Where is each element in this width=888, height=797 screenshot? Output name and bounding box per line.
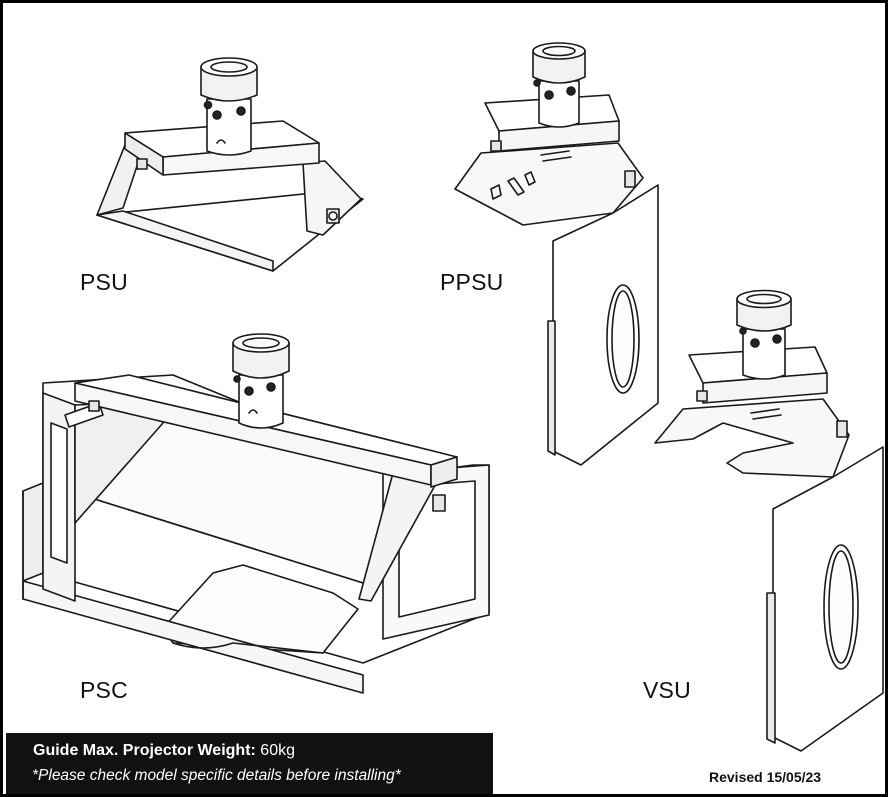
- weight-value: 60kg: [260, 742, 295, 759]
- weight-info-panel: Guide Max. Projector Weight: 60kg *Pleas…: [6, 733, 493, 794]
- vsu-label: VSU: [643, 677, 691, 703]
- psu-bracket-illustration: [96, 57, 364, 272]
- bracket-illustrations: [22, 42, 884, 752]
- ppsu-bracket-illustration: [454, 42, 659, 466]
- psu-label: PSU: [80, 269, 128, 295]
- install-note: *Please check model specific details bef…: [32, 767, 401, 784]
- vsu-bracket-illustration: [654, 289, 884, 752]
- revision-date: Revised 15/05/23: [709, 769, 822, 785]
- weight-label: Guide Max. Projector Weight:: [33, 742, 256, 759]
- psc-cradle-illustration: [22, 333, 490, 694]
- ppsu-label: PPSU: [440, 269, 504, 295]
- psc-label: PSC: [80, 677, 128, 703]
- weight-line: Guide Max. Projector Weight: 60kg: [33, 741, 493, 761]
